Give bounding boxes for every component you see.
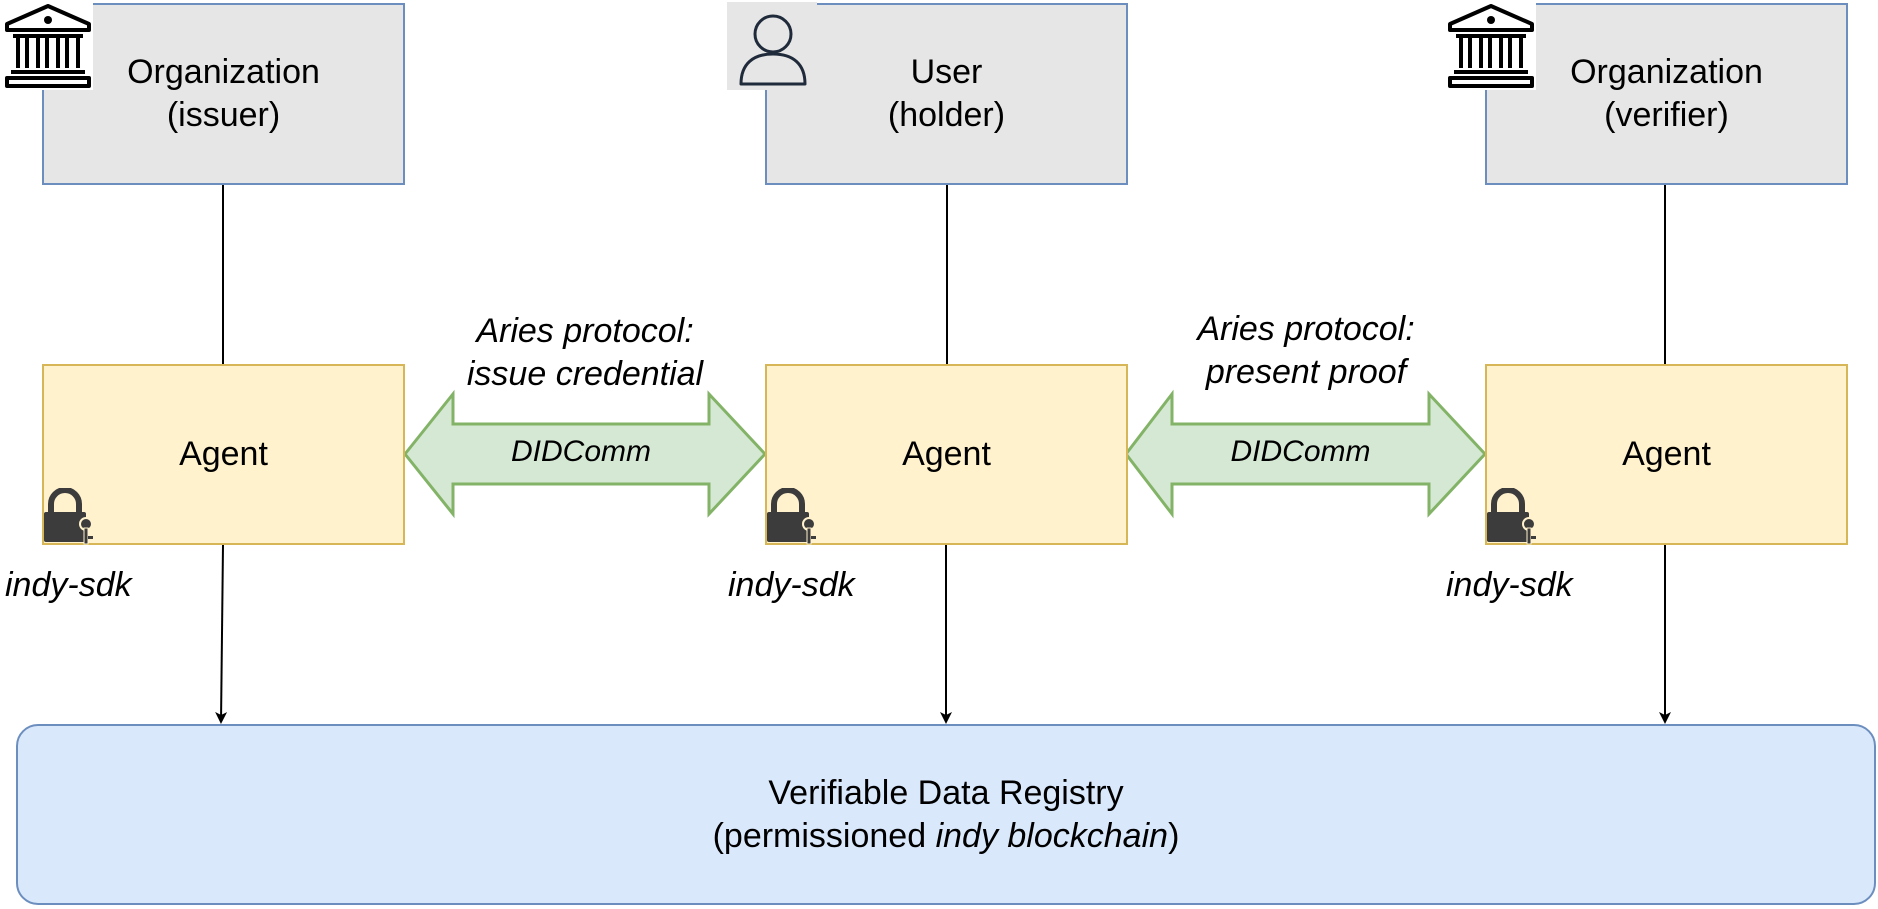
entity-verifier-role: (verifier) bbox=[1604, 96, 1729, 134]
entity-issuer: Organization (issuer) bbox=[42, 3, 405, 185]
arrow-issuer-registry bbox=[215, 544, 228, 724]
agent-holder-label: Agent bbox=[902, 435, 991, 473]
bank-icon bbox=[3, 2, 93, 90]
entity-issuer-role: (issuer) bbox=[166, 96, 281, 134]
registry-subtitle: (permissioned indy blockchain) bbox=[713, 815, 1180, 858]
user-icon bbox=[727, 2, 817, 90]
agent-holder-lib: indy-sdk bbox=[728, 566, 855, 604]
protocol-issue-label: Aries protocol: issue credential bbox=[435, 310, 735, 396]
entity-holder-title: User bbox=[910, 53, 983, 91]
protocol-present-title: Aries protocol: bbox=[1197, 310, 1415, 348]
registry-subtitle-suffix: ) bbox=[1168, 816, 1180, 855]
agent-verifier-lib: indy-sdk bbox=[1446, 566, 1573, 604]
agent-holder: Agent bbox=[765, 364, 1128, 545]
protocol-issue-title: Aries protocol: bbox=[476, 312, 694, 350]
entity-verifier-title: Organization bbox=[1570, 53, 1763, 91]
entity-holder: User (holder) bbox=[765, 3, 1128, 185]
agent-verifier: Agent bbox=[1485, 364, 1848, 545]
entity-holder-role: (holder) bbox=[887, 96, 1006, 134]
lock-key-icon bbox=[42, 488, 96, 546]
didcomm-label-2: DIDComm bbox=[1230, 435, 1371, 468]
registry-subtitle-prefix: (permissioned bbox=[712, 816, 936, 855]
agent-issuer: Agent bbox=[42, 364, 405, 545]
lock-key-icon bbox=[765, 488, 819, 546]
protocol-present-name: present proof bbox=[1205, 353, 1407, 391]
didcomm-label-1: DIDComm bbox=[511, 435, 651, 468]
agent-issuer-lib: indy-sdk bbox=[5, 566, 132, 604]
registry-subtitle-italic: indy blockchain bbox=[935, 816, 1169, 855]
agent-verifier-label: Agent bbox=[1622, 435, 1711, 473]
lock-key-icon bbox=[1485, 488, 1539, 546]
bank-icon bbox=[1446, 2, 1536, 90]
entity-issuer-title: Organization bbox=[127, 53, 320, 91]
verifiable-data-registry: Verifiable Data Registry (permissioned i… bbox=[16, 724, 1876, 905]
protocol-issue-name: issue credential bbox=[466, 355, 704, 393]
protocol-present-label: Aries protocol: present proof bbox=[1156, 308, 1456, 394]
agent-issuer-label: Agent bbox=[179, 435, 268, 473]
entity-verifier: Organization (verifier) bbox=[1485, 3, 1848, 185]
registry-title: Verifiable Data Registry bbox=[768, 773, 1124, 812]
